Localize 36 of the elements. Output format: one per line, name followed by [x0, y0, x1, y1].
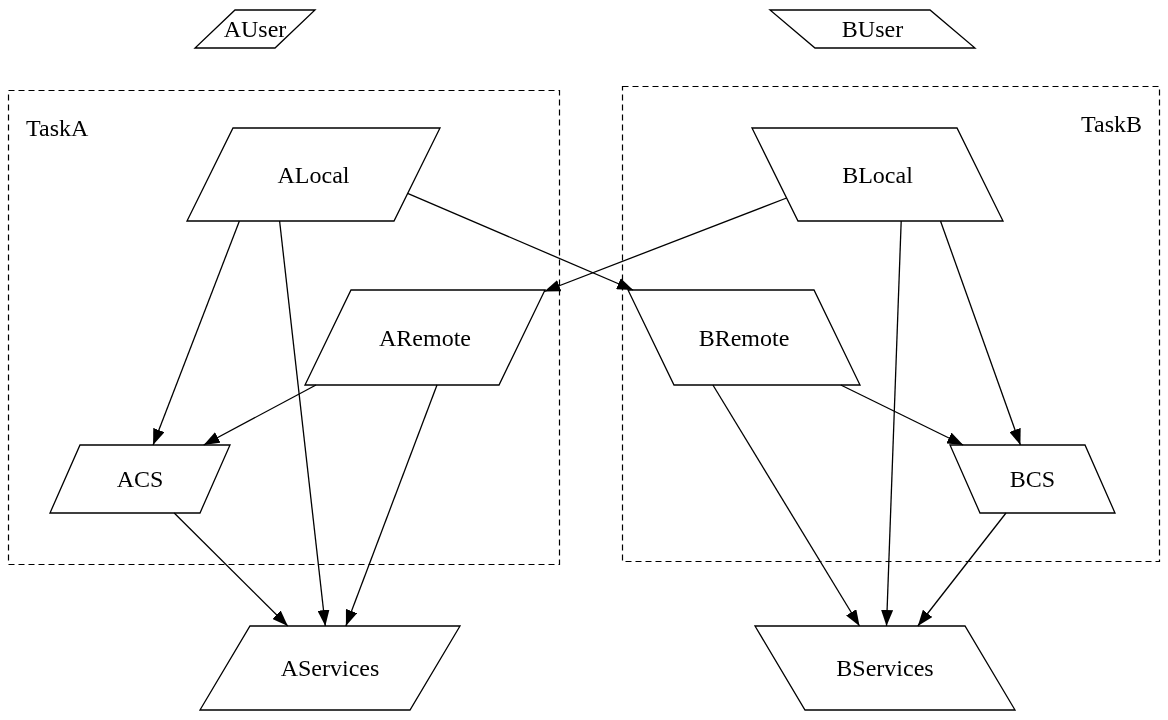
cluster-label: TaskA [26, 116, 89, 140]
node-label: BRemote [698, 325, 790, 350]
node-label: AUser [223, 17, 287, 41]
node-label: AServices [280, 656, 380, 680]
cluster-box [622, 86, 1160, 562]
node-label: ACS [116, 467, 164, 491]
parallelogram-node [770, 10, 975, 48]
parallelogram-node [50, 445, 230, 513]
parallelogram-node [950, 445, 1115, 513]
cluster-label: TaskB [1081, 112, 1142, 136]
arrow [345, 384, 438, 627]
arrow [278, 220, 330, 627]
parallelogram-node [752, 128, 1003, 221]
arrow [203, 384, 317, 446]
arrow [152, 220, 241, 446]
parallelogram-node [628, 290, 860, 385]
parallelogram-node [200, 626, 460, 710]
parallelogram-node [305, 290, 545, 385]
node-label: BServices [836, 656, 934, 680]
arrow [881, 220, 902, 627]
arrow [840, 384, 964, 446]
parallelogram-node [195, 10, 315, 48]
arrow [939, 220, 1022, 446]
parallelogram-node [755, 626, 1015, 710]
arrow [712, 384, 861, 627]
arrow [917, 512, 1007, 627]
node-label: ALocal [277, 162, 350, 187]
arrow [543, 197, 788, 293]
node-label: ARemote [379, 325, 471, 350]
cluster-box [8, 90, 560, 565]
node-label: BCS [1009, 467, 1056, 491]
node-label: BUser [841, 17, 904, 41]
node-label: BLocal [842, 162, 913, 187]
arrow [406, 192, 634, 291]
arrow [173, 512, 289, 627]
parallelogram-node [187, 128, 440, 221]
